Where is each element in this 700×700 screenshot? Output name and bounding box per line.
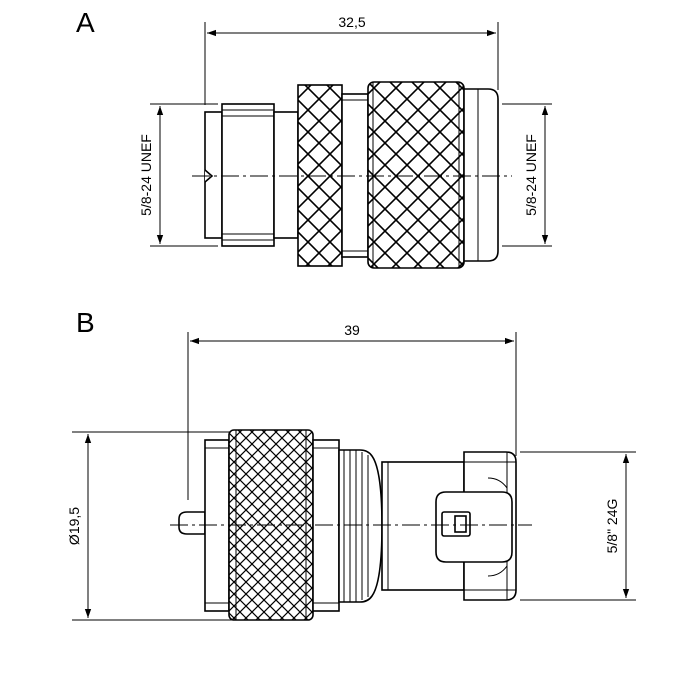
- view-a-left-thread-label: 5/8-24 UNEF: [138, 134, 154, 216]
- view-b-bayonet-head: [435, 451, 517, 601]
- view-b-length-dimension: 39: [187, 322, 517, 500]
- view-b-diameter-dimension: Ø19,5: [66, 431, 234, 621]
- view-b-right-thread-dimension: 5/8" 24G: [520, 451, 636, 601]
- view-a-threaded-sleeve: [204, 103, 299, 247]
- view-a: A 32,5 5/8-24 UNEF: [76, 7, 552, 269]
- view-a-left-thread-dimension: 5/8-24 UNEF: [138, 103, 218, 247]
- view-a-right-thread-label: 5/8-24 UNEF: [523, 134, 539, 216]
- view-a-knurled-body-large: [367, 81, 465, 269]
- view-b-right-thread-label: 5/8" 24G: [604, 499, 620, 554]
- view-a-end-cap: [463, 88, 499, 262]
- view-b: B 39 Ø19,5: [66, 307, 636, 621]
- view-a-length-dimension: 32,5: [204, 14, 499, 105]
- view-b-length-value: 39: [344, 322, 360, 338]
- view-b-grooved-ring: [338, 449, 383, 603]
- view-a-label: A: [76, 7, 95, 38]
- view-a-right-thread-dimension: 5/8-24 UNEF: [502, 103, 552, 247]
- view-b-center-pin: [178, 511, 206, 535]
- view-a-length-value: 32,5: [338, 14, 365, 30]
- view-b-label: B: [76, 307, 95, 338]
- view-b-diameter-label: Ø19,5: [66, 507, 82, 545]
